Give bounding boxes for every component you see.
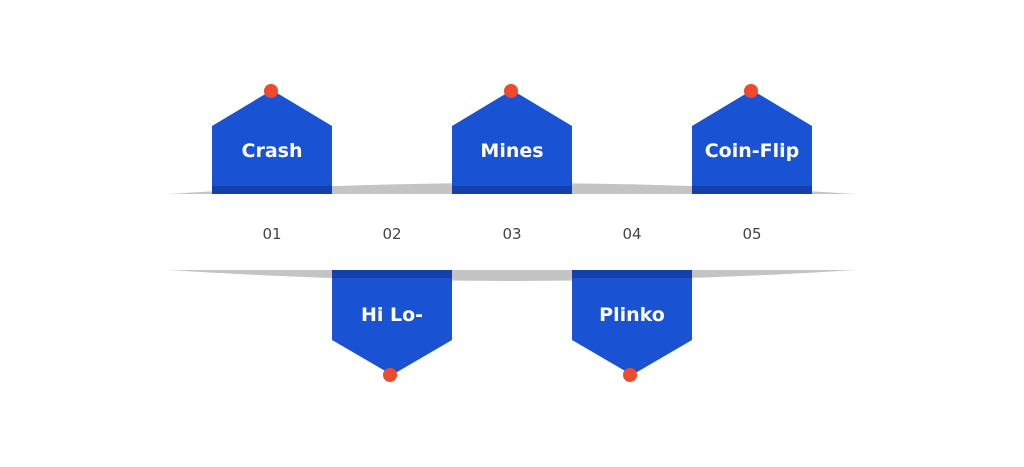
step-numbers: 01 02 03 04 05: [262, 225, 761, 243]
step-label: Coin-Flip: [705, 140, 800, 162]
pin-dot: [623, 368, 637, 382]
step-number: 03: [502, 225, 521, 243]
marker-edge: [452, 186, 572, 194]
pin-dot: [383, 368, 397, 382]
band-body: [168, 194, 856, 270]
marker-edge: [212, 186, 332, 194]
step-label: Mines: [480, 140, 543, 162]
pin-dot: [264, 84, 278, 98]
step-number: 01: [262, 225, 281, 243]
step-marker-shape: [572, 270, 692, 375]
step-number: 04: [622, 225, 641, 243]
step-02: Hi Lo-: [332, 270, 452, 382]
step-label: Hi Lo-: [361, 304, 423, 326]
step-marker-shape: [332, 270, 452, 375]
step-05: Coin-Flip: [692, 84, 812, 194]
step-number: 05: [742, 225, 761, 243]
step-marker-shape: [452, 90, 572, 194]
step-04: Plinko: [572, 270, 692, 382]
step-03: Mines: [452, 84, 572, 194]
pin-dot: [744, 84, 758, 98]
step-label: Plinko: [599, 304, 665, 326]
band-bottom-shadow: [168, 270, 856, 281]
step-marker-shape: [212, 90, 332, 194]
step-number: 02: [382, 225, 401, 243]
step-01: Crash: [212, 84, 332, 194]
step-label: Crash: [242, 140, 303, 162]
step-marker-shape: [692, 90, 812, 194]
marker-edge: [692, 186, 812, 194]
marker-edge: [332, 270, 452, 278]
marker-edge: [572, 270, 692, 278]
pin-dot: [504, 84, 518, 98]
